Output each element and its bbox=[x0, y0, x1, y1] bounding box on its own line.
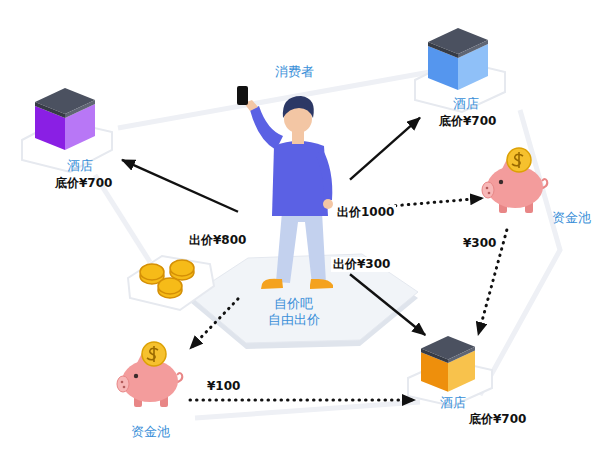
consumer-figure-part bbox=[237, 86, 248, 105]
node-title: 酒店 bbox=[67, 158, 93, 174]
consumer-figure-part bbox=[283, 96, 314, 118]
price-label: 出价¥800 bbox=[187, 233, 248, 248]
hotel-node: 酒店底价¥700 bbox=[30, 88, 122, 198]
price-label: ¥100 bbox=[205, 379, 242, 394]
hotel-icon bbox=[421, 336, 475, 392]
hotel-icon-part bbox=[65, 100, 95, 118]
hotel-icon bbox=[428, 28, 488, 90]
consumer-figure-part bbox=[250, 106, 283, 150]
coins-part bbox=[158, 278, 182, 294]
node-title: 消费者 bbox=[275, 64, 314, 80]
price-floor: 底价¥700 bbox=[469, 412, 526, 427]
background-lines bbox=[95, 72, 560, 418]
node-title: 酒店 bbox=[440, 395, 466, 411]
platform-part bbox=[190, 254, 418, 343]
piggy-bank-part bbox=[117, 376, 129, 392]
piggy-bank-part bbox=[134, 374, 138, 378]
fund-pool-node: 资金池 bbox=[483, 145, 595, 230]
price-label: 出价1000 bbox=[335, 205, 396, 220]
piggy-bank-part bbox=[487, 166, 543, 208]
coins-part bbox=[170, 260, 194, 276]
hotel-icon-part bbox=[428, 28, 488, 54]
hotel-icon bbox=[35, 88, 95, 150]
bid-arrow bbox=[350, 274, 425, 335]
piggy-bank bbox=[117, 342, 182, 407]
coins bbox=[140, 260, 194, 298]
consumer-figure-part bbox=[316, 148, 332, 200]
piggy-bank-part bbox=[488, 192, 491, 195]
piggy-bank-part bbox=[482, 182, 494, 198]
piggy-bank-part bbox=[122, 360, 178, 402]
hotel-icon-part bbox=[421, 336, 475, 359]
node-title: 酒店 bbox=[453, 96, 479, 112]
price-floor: 底价¥700 bbox=[439, 114, 496, 129]
price-floor: 底价¥700 bbox=[55, 176, 112, 191]
hotel-icon-part bbox=[428, 42, 458, 58]
hotel-node: 酒店底价¥700 bbox=[415, 335, 535, 430]
background-lines-part bbox=[195, 402, 420, 418]
piggy-bank-part bbox=[147, 346, 158, 362]
consumer-figure-part bbox=[323, 199, 333, 209]
piggy-bank-part bbox=[499, 180, 503, 184]
node-title: 资金池 bbox=[552, 210, 591, 226]
bid-arrow bbox=[122, 160, 238, 212]
bid-arrow bbox=[350, 118, 420, 180]
hotel-icon-part bbox=[421, 349, 448, 363]
piggy-bank bbox=[482, 148, 547, 213]
piggy-bank-part bbox=[486, 187, 489, 190]
tiles-part bbox=[128, 256, 214, 310]
hotel-icon-part bbox=[458, 40, 488, 58]
hotel-node: 酒店底价¥700 bbox=[420, 28, 515, 136]
consumer-figure-part bbox=[261, 279, 283, 289]
consumer-figure-part bbox=[310, 279, 333, 289]
hotel-icon-part bbox=[35, 102, 65, 118]
price-label: 出价¥300 bbox=[331, 257, 392, 272]
price-label: ¥300 bbox=[461, 236, 498, 251]
background-lines-part bbox=[118, 72, 430, 128]
piggy-bank-part bbox=[507, 148, 531, 172]
money-flow-arrow bbox=[190, 399, 415, 402]
piggy-bank-part bbox=[142, 342, 166, 366]
coins-part bbox=[140, 264, 164, 280]
consumer-figure bbox=[237, 86, 333, 289]
platform-label: 自价吧 自由出价 bbox=[266, 296, 322, 329]
tiles bbox=[22, 60, 505, 406]
background-lines-part bbox=[480, 110, 560, 395]
fund-pool-node: 资金池 bbox=[110, 338, 190, 443]
hotel-icon-part bbox=[35, 88, 95, 114]
hotel-icon-part bbox=[448, 347, 475, 363]
consumer-node: 消费者自价吧 自由出价 bbox=[238, 62, 350, 337]
piggy-bank-part bbox=[512, 152, 523, 168]
piggy-bank-part bbox=[121, 381, 124, 384]
node-title: 资金池 bbox=[131, 424, 170, 440]
money-flow-arrow bbox=[190, 299, 238, 349]
piggy-bank-part bbox=[123, 386, 126, 389]
consumer-figure-part bbox=[276, 212, 326, 284]
